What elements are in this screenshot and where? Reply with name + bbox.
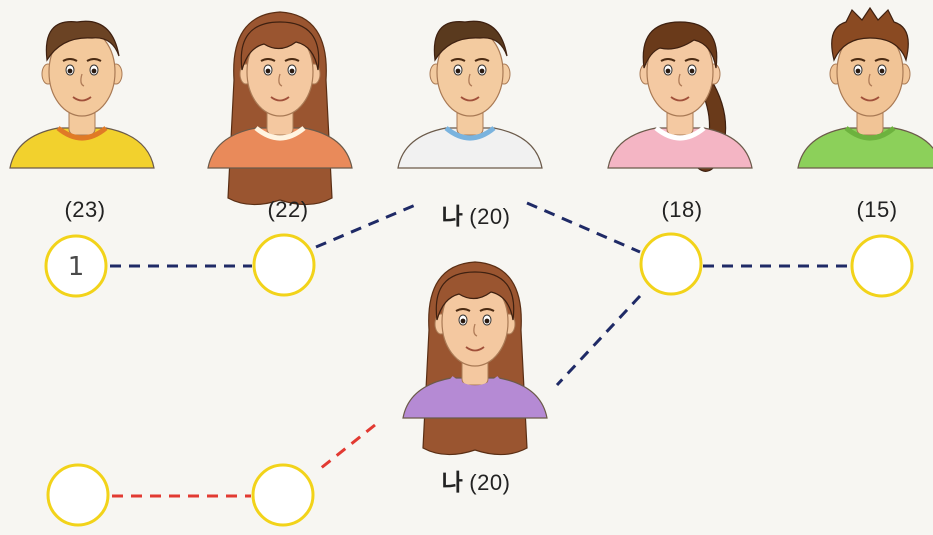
age-label-person-2: (22) [267, 197, 309, 222]
portrait-person-4 [607, 21, 753, 172]
me-name-top: 나 [441, 203, 464, 229]
answer-circle-6[interactable] [251, 463, 315, 527]
me-label-bottom: 나(20) [442, 463, 511, 497]
answer-circle-3[interactable] [639, 232, 703, 296]
age-label-person-5: (15) [856, 197, 898, 222]
portrait-person-2 [207, 11, 353, 206]
connector-me-4 [526, 201, 641, 254]
portrait-person-5 [797, 6, 933, 169]
age-label-person-4: (18) [661, 197, 703, 222]
age-label-person-1: (23) [64, 197, 106, 222]
answer-text-circle-1: 1 [68, 252, 85, 282]
me-name-bottom: 나 [441, 469, 464, 495]
answer-circle-5[interactable] [46, 463, 110, 527]
connector-4-6 [555, 294, 642, 387]
portrait-person-1 [9, 20, 155, 169]
answer-circle-1[interactable] [44, 234, 108, 298]
me-label-top: 나(20) [442, 197, 511, 231]
age-label-person-6: (20) [469, 470, 511, 495]
portrait-person-3 [397, 20, 543, 169]
answer-circle-4[interactable] [850, 234, 914, 298]
answer-circle-2[interactable] [252, 233, 316, 297]
portrait-person-6 [402, 261, 548, 456]
connector-2-me [315, 201, 421, 249]
connector-6-circle6 [315, 423, 376, 474]
age-label-person-3: (20) [469, 204, 511, 229]
